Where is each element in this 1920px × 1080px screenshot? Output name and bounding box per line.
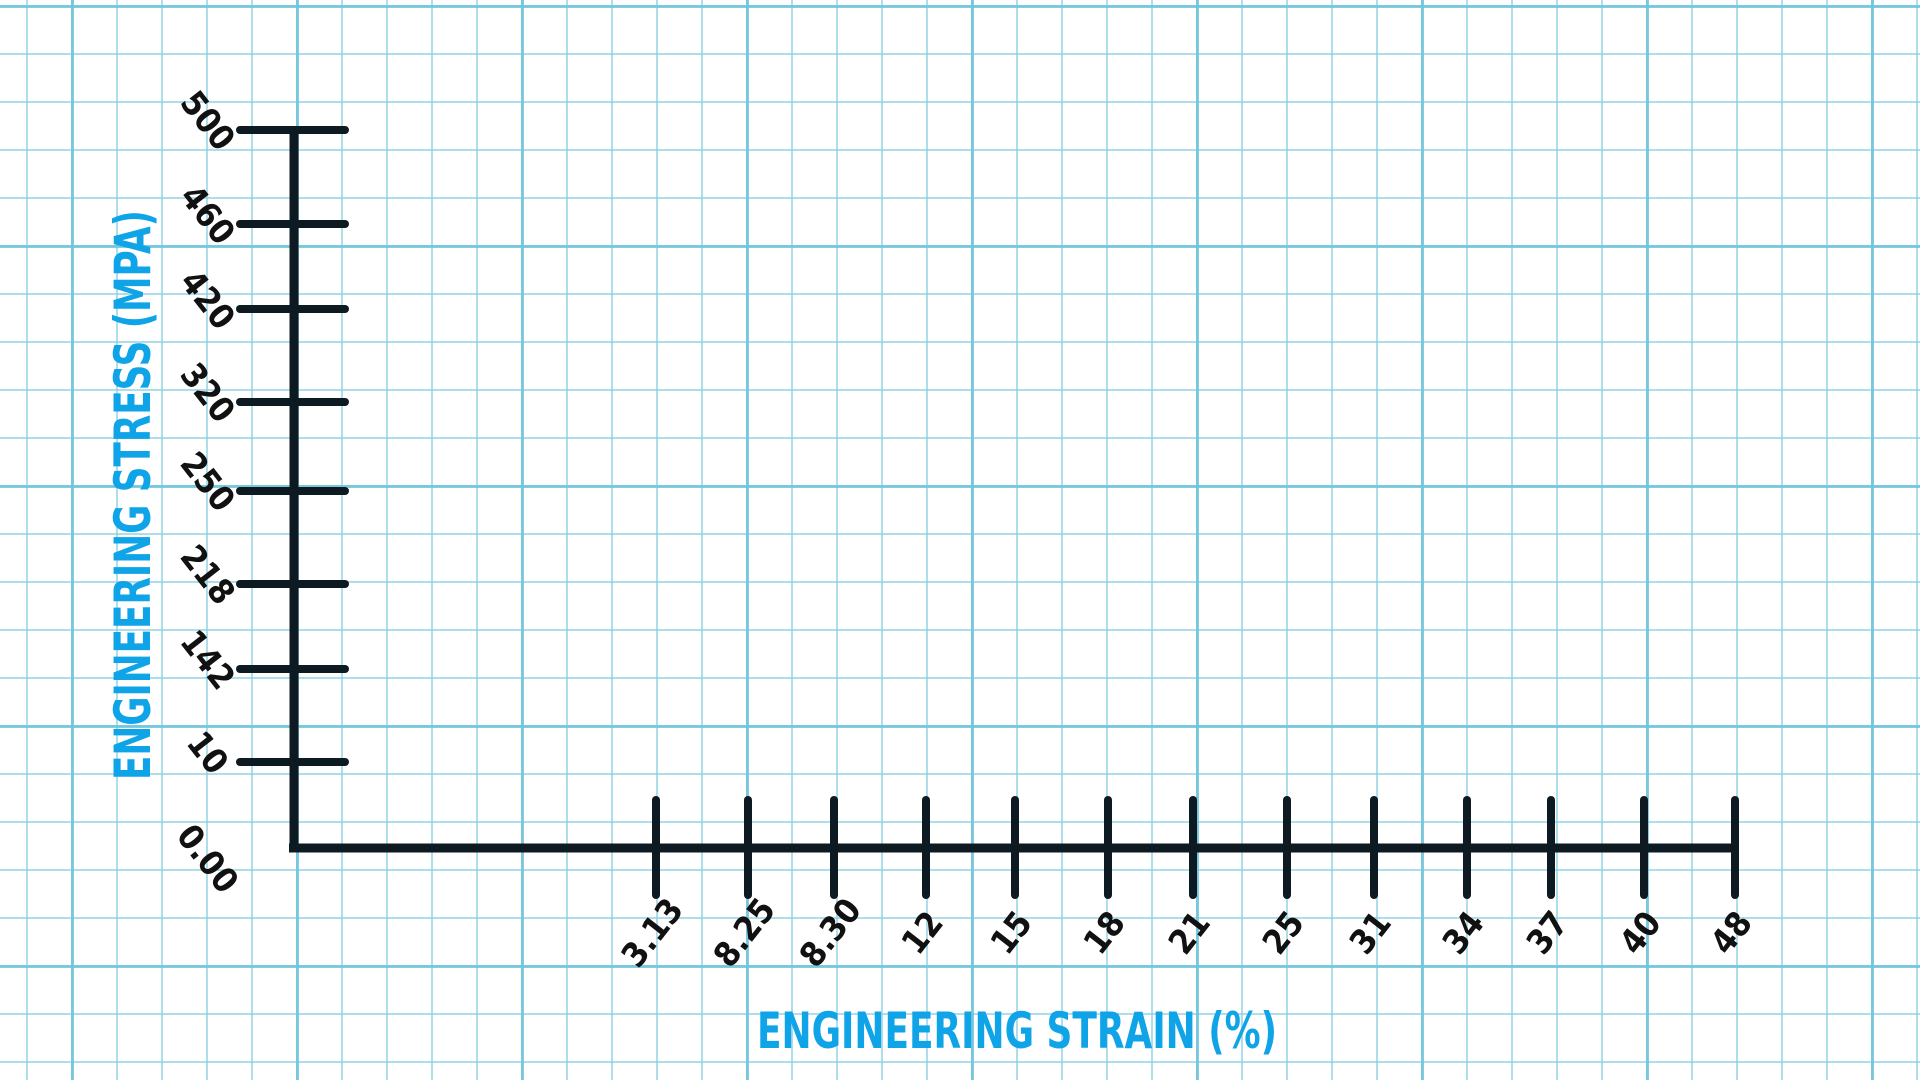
x-tick-label: 12	[894, 904, 952, 962]
y-tick-label: 500	[172, 84, 243, 159]
y-tick-label: 420	[172, 263, 243, 338]
x-tick-label: 48	[1703, 904, 1761, 962]
x-tick-label: 3.13	[614, 891, 692, 975]
y-tick-label: 142	[172, 623, 243, 698]
chart-axes	[289, 130, 1735, 853]
x-tick-label: 34	[1435, 904, 1493, 962]
x-axis-title: ENGINEERING STRAIN (%)	[757, 1002, 1277, 1060]
y-tick-label: 320	[172, 356, 243, 431]
x-tick-label: 31	[1342, 904, 1400, 962]
x-tick-label: 40	[1612, 904, 1670, 962]
x-tick-label: 8.30	[792, 891, 870, 975]
x-tick-label: 21	[1161, 904, 1219, 962]
y-ticks-group: 0.00 10 142 218 250 320 420 460 500	[168, 84, 349, 901]
x-tick-label: 37	[1519, 904, 1577, 962]
x-tick-label: 15	[983, 904, 1041, 962]
y-tick-label: 10	[178, 724, 236, 782]
x-tick-label: 8.25	[706, 891, 784, 975]
y-axis-title: ENGINEERING STRESS (MPA)	[104, 210, 162, 780]
x-tick-label: 18	[1076, 904, 1134, 962]
x-tick-label: 25	[1255, 904, 1313, 962]
y-tick-label: 460	[172, 178, 243, 253]
y-tick-label: 250	[172, 445, 243, 520]
y-tick-label: 0.00	[168, 817, 246, 901]
y-tick-label: 218	[172, 538, 243, 613]
